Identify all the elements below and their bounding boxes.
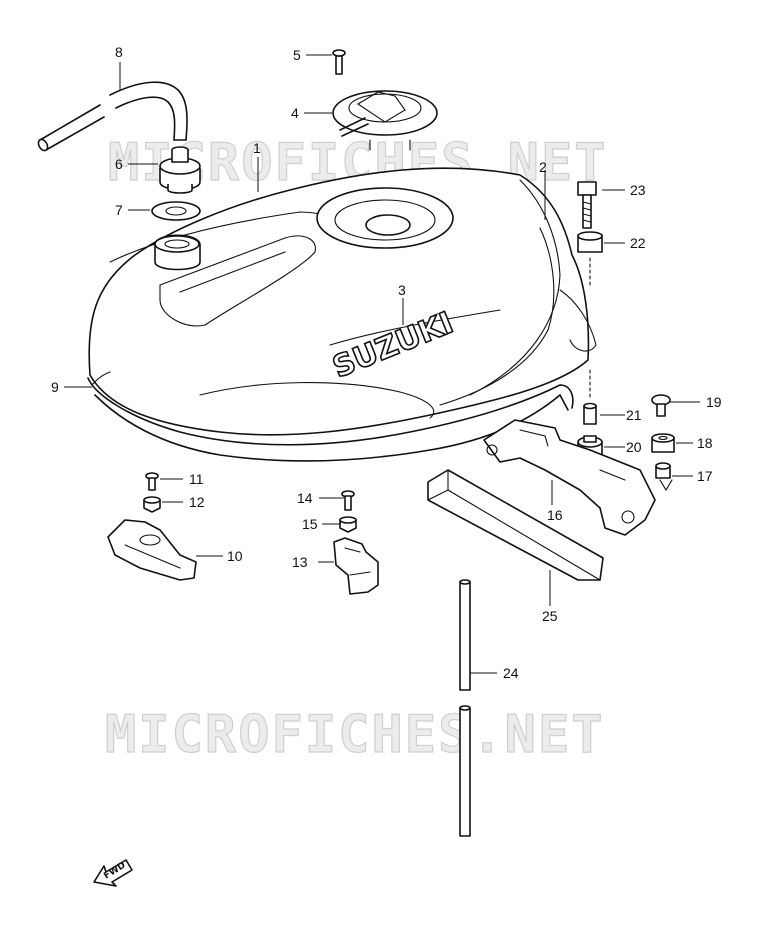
- collar-21: [583, 369, 597, 425]
- breather-hose: [37, 81, 188, 152]
- cushion-13: [333, 537, 379, 595]
- fuel-cap-assembly: [332, 49, 438, 151]
- cushion-10: [107, 519, 197, 581]
- label-6: 6: [115, 156, 123, 172]
- label-21: 21: [626, 407, 642, 423]
- label-5: 5: [293, 47, 301, 63]
- bolt-19: [651, 394, 671, 417]
- washer-12: [143, 496, 161, 513]
- fuel-tank: SUZUKI: [87, 167, 597, 462]
- part-labels: 8 5 4 6 7 1 2 3 9 23 22 21 20 19 18 17 1…: [51, 44, 722, 681]
- label-20: 20: [626, 439, 642, 455]
- label-12: 12: [189, 494, 205, 510]
- label-7: 7: [115, 202, 123, 218]
- leader-lines: [64, 54, 700, 674]
- label-17: 17: [697, 468, 713, 484]
- tank-bracket: [483, 419, 656, 536]
- label-3: 3: [398, 282, 406, 298]
- gasket-ring: [151, 201, 201, 221]
- label-18: 18: [697, 435, 713, 451]
- label-16: 16: [547, 507, 563, 523]
- label-24: 24: [503, 665, 519, 681]
- damper-22: [577, 231, 603, 286]
- watermark-bottom: MICROFICHES.NET: [105, 705, 605, 765]
- forward-arrow: FWD: [93, 859, 133, 887]
- label-25: 25: [542, 608, 558, 624]
- screw-11: [145, 472, 159, 491]
- label-10: 10: [227, 548, 243, 564]
- nut-17: [655, 462, 673, 492]
- bolt-23: [577, 181, 597, 229]
- label-14: 14: [297, 490, 313, 506]
- label-19: 19: [706, 394, 722, 410]
- screw-14: [341, 490, 355, 511]
- hose-24: [459, 579, 471, 837]
- label-1: 1: [253, 140, 261, 156]
- rubber-strip-25: [427, 469, 604, 581]
- label-9: 9: [51, 379, 59, 395]
- label-11: 11: [189, 471, 204, 487]
- grommet-18: [651, 433, 675, 453]
- label-2: 2: [539, 159, 547, 175]
- label-15: 15: [302, 516, 318, 532]
- label-23: 23: [630, 182, 646, 198]
- label-4: 4: [291, 105, 299, 121]
- label-13: 13: [292, 554, 308, 570]
- label-22: 22: [630, 235, 646, 251]
- label-8: 8: [115, 44, 123, 60]
- drain-cap: [159, 146, 201, 194]
- washer-15: [339, 516, 357, 533]
